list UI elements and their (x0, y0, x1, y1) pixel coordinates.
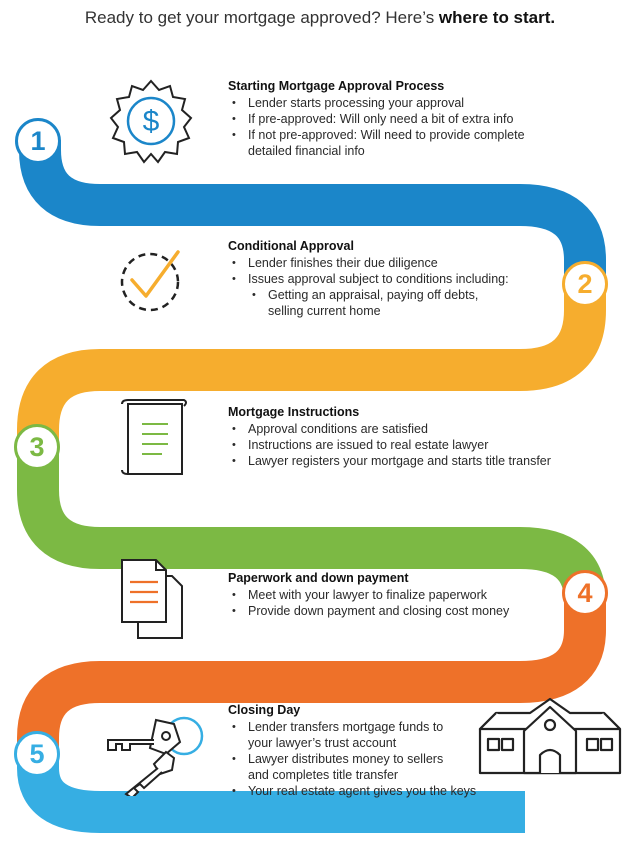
step-2-title: Conditional Approval (228, 239, 354, 253)
step-3-bullet: Approval conditions are satisfied (232, 421, 568, 437)
step-2-badge: 2 (562, 261, 608, 307)
step-3-number: 3 (29, 431, 45, 462)
step-1-text: Starting Mortgage Approval Process Lende… (228, 78, 558, 159)
svg-text:$: $ (143, 105, 160, 138)
step-3-title: Mortgage Instructions (228, 405, 360, 419)
road-segment-orange (17, 592, 606, 752)
house-icon (478, 697, 622, 775)
step-2-bullet: Lender finishes their due diligence (232, 255, 528, 271)
keys-icon (107, 716, 204, 796)
step-2-text: Conditional Approval Lender finishes the… (228, 238, 528, 319)
step-3-badge: 3 (14, 424, 60, 470)
step-3-bullet: Instructions are issued to real estate l… (232, 437, 568, 453)
checkmark-circle-icon (120, 250, 180, 312)
headline: Ready to get your mortgage approved? Her… (0, 8, 640, 28)
road-segment-blue (19, 140, 606, 280)
step-4-text: Paperwork and down payment Meet with you… (228, 570, 548, 619)
step-4-badge: 4 (562, 570, 608, 616)
step-4-bullet: Provide down payment and closing cost mo… (232, 603, 548, 619)
step-5-number: 5 (29, 738, 45, 769)
step-4-bullet: Meet with your lawyer to finalize paperw… (232, 587, 548, 603)
step-1-number: 1 (30, 125, 46, 156)
step-5-text: Closing Day Lender transfers mortgage fu… (228, 702, 478, 799)
step-2-sub-bullet: Getting an appraisal, paying off debts, … (252, 287, 498, 319)
step-2-bullet: Issues approval subject to conditions in… (232, 271, 528, 287)
scroll-document-icon (121, 399, 187, 475)
step-5-bullet: Lender transfers mortgage funds to your … (232, 719, 448, 751)
step-5-badge: 5 (14, 731, 60, 777)
step-1-bullet: If pre-approved: Will only need a bit of… (232, 111, 558, 127)
headline-lead: Ready to get your mortgage approved? Her… (84, 8, 439, 27)
step-1-bullet: Lender starts processing your approval (232, 95, 558, 111)
step-1-title: Starting Mortgage Approval Process (228, 79, 445, 93)
step-3-bullet: Lawyer registers your mortgage and start… (232, 453, 568, 469)
step-1-badge: 1 (15, 118, 61, 164)
headline-emphasis: where to start. (438, 8, 556, 27)
step-4-number: 4 (577, 577, 593, 608)
step-5-bullet: Your real estate agent gives you the key… (232, 783, 478, 799)
dollar-badge-icon: $ (109, 79, 193, 164)
step-2-number: 2 (577, 268, 593, 299)
step-5-bullet: Lawyer distributes money to sellers and … (232, 751, 453, 783)
documents-icon (121, 559, 183, 639)
step-5-title: Closing Day (228, 703, 301, 717)
step-3-text: Mortgage Instructions Approval condition… (228, 404, 568, 469)
step-1-bullet: If not pre-approved: Will need to provid… (232, 127, 533, 159)
step-4-title: Paperwork and down payment (228, 571, 409, 585)
road-segment-yellow (17, 280, 606, 445)
